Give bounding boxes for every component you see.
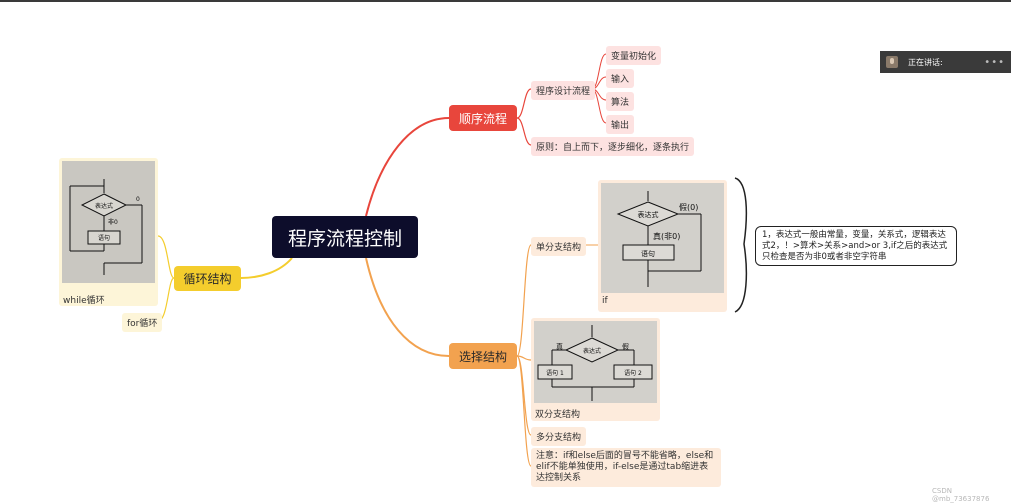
single-stmt-label: 语句 xyxy=(641,249,655,258)
speaking-label: 正在讲话: xyxy=(908,57,943,67)
single-false-label: 假(0) xyxy=(679,203,698,212)
sequence-node[interactable]: 顺序流程 xyxy=(449,105,517,131)
single-branch-card[interactable]: 表达式 假(0) 真(非0) 语句 if xyxy=(598,180,727,312)
single-cond-label: 表达式 xyxy=(638,210,659,219)
while-loop-card[interactable]: 表达式 非0 语句 0 while循环 xyxy=(59,158,158,306)
while-loop-flowchart: 表达式 非0 语句 0 xyxy=(62,161,155,283)
while-zero-label: 0 xyxy=(136,196,140,203)
double-false-label: 假 xyxy=(622,342,629,351)
top-border xyxy=(0,0,1011,2)
single-branch-caption: if xyxy=(602,296,608,306)
root-node[interactable]: 程序流程控制 xyxy=(272,216,418,258)
double-branch-flowchart: 表达式 真 假 语句 1 语句 2 xyxy=(534,321,657,403)
single-branch-flowchart: 表达式 假(0) 真(非0) 语句 xyxy=(601,183,724,293)
speaking-indicator[interactable]: 正在讲话: ••• xyxy=(880,51,1011,73)
while-stmt-label: 语句 xyxy=(98,234,110,242)
while-nonzero-label: 非0 xyxy=(108,218,118,226)
double-true-label: 真 xyxy=(556,342,563,351)
double-stmt1-label: 语句 1 xyxy=(546,369,564,377)
more-options-icon[interactable]: ••• xyxy=(984,56,1005,68)
step-init-node[interactable]: 变量初始化 xyxy=(606,46,662,65)
multi-branch-node[interactable]: 多分支结构 xyxy=(531,427,587,446)
double-branch-caption: 双分支结构 xyxy=(535,410,581,420)
step-output-node[interactable]: 输出 xyxy=(606,115,635,134)
while-cond-label: 表达式 xyxy=(95,202,113,210)
double-cond-label: 表达式 xyxy=(583,347,601,355)
step-input-node[interactable]: 输入 xyxy=(606,69,635,88)
step-algorithm-node[interactable]: 算法 xyxy=(606,92,635,111)
design-process-node[interactable]: 程序设计流程 xyxy=(531,81,596,100)
for-loop-node[interactable]: for循环 xyxy=(122,313,163,332)
single-branch-node[interactable]: 单分支结构 xyxy=(531,237,587,256)
double-branch-card[interactable]: 表达式 真 假 语句 1 语句 2 双分支结构 xyxy=(531,318,660,421)
expression-note[interactable]: 1，表达式一般由常量，变量，关系式，逻辑表达式2，！>算术>关系>and>or … xyxy=(755,226,957,266)
principle-node[interactable]: 原则：自上而下，逐步细化，逐条执行 xyxy=(531,137,695,156)
double-stmt2-label: 语句 2 xyxy=(624,369,642,377)
syntax-note-node[interactable]: 注意：if和else后面的冒号不能省略，else和elif不能单独使用，if-e… xyxy=(531,448,721,487)
loop-node[interactable]: 循环结构 xyxy=(174,266,241,291)
speaker-avatar xyxy=(886,56,898,68)
watermark: CSDN @mb_73637876 xyxy=(932,487,990,503)
while-loop-caption: while循环 xyxy=(63,296,105,306)
selection-node[interactable]: 选择结构 xyxy=(449,343,517,369)
single-true-label: 真(非0) xyxy=(653,231,680,241)
